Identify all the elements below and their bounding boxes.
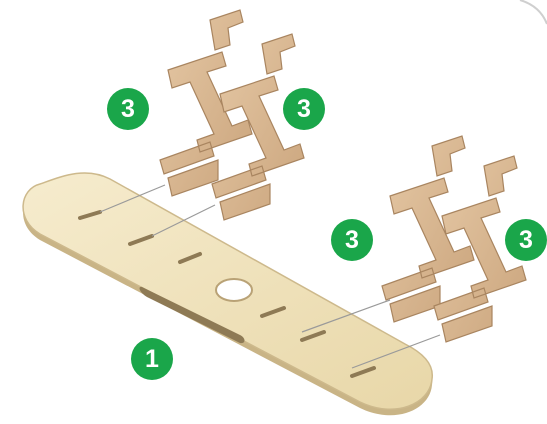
corner-arc	[520, 0, 547, 24]
part-number-label: 3	[121, 95, 135, 124]
part-number-label: 1	[145, 345, 159, 374]
part-number-badge-stand: 3	[505, 219, 547, 261]
part-number-label: 3	[345, 226, 359, 255]
part-number-label: 3	[519, 226, 533, 255]
part-number-badge-stand: 3	[331, 219, 373, 261]
part-number-label: 3	[297, 95, 311, 124]
part-number-badge-base: 1	[131, 338, 173, 380]
part-number-badge-stand: 3	[107, 88, 149, 130]
part-number-badge-stand: 3	[283, 88, 325, 130]
base-center-hole	[216, 279, 252, 301]
